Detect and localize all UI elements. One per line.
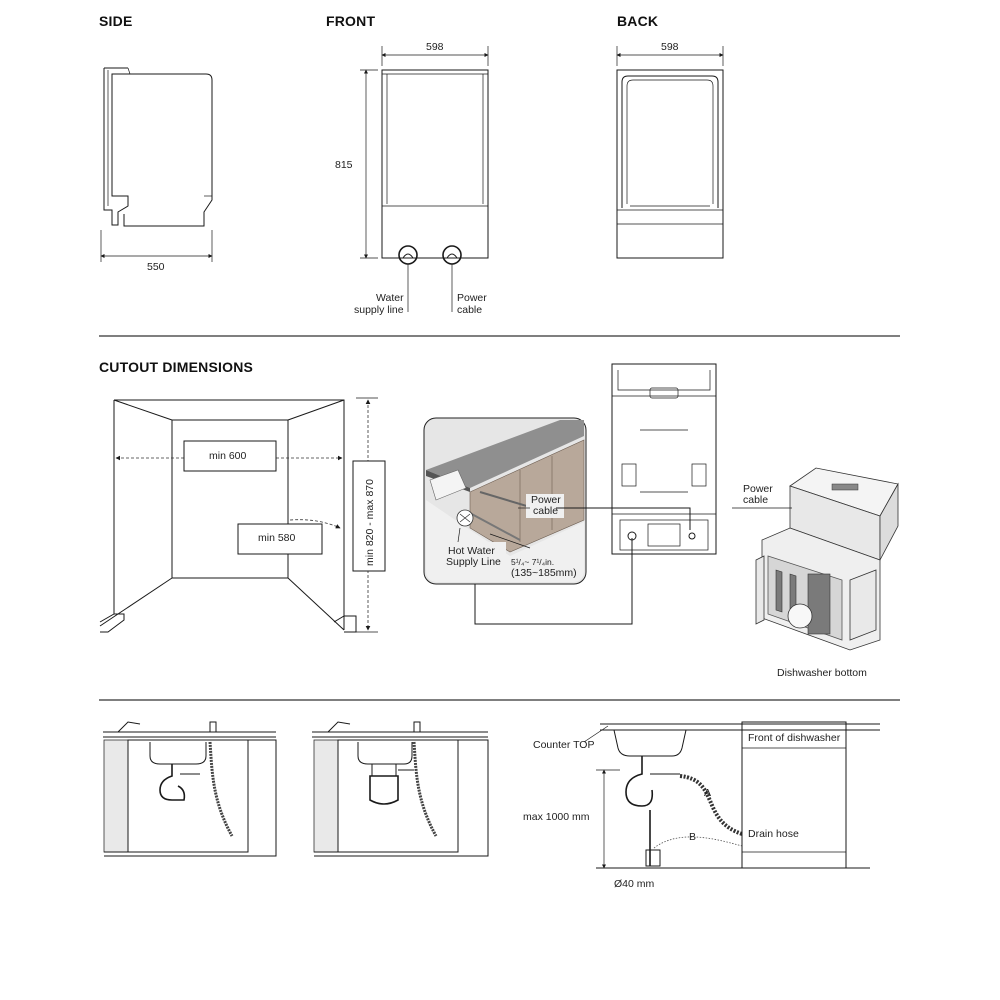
side-heading: SIDE	[99, 13, 132, 29]
inset-range-label-1: 5¹/₄~ 7¹/₄in.	[511, 557, 554, 567]
diameter-label: Ø40 mm	[614, 878, 655, 890]
front-heading: FRONT	[326, 13, 375, 29]
dishwasher-rear-view	[611, 363, 717, 555]
bottom-power-label-1: Power	[743, 483, 773, 495]
installation-inset: Power cable Hot Water Supply Line 5¹/₄~ …	[423, 417, 587, 585]
cutout-diagram: min 600 min 580 min 820 - max 870	[99, 397, 386, 633]
water-supply-label-1: Water	[376, 292, 404, 304]
dishwasher-bottom-label: Dishwasher bottom	[777, 667, 867, 679]
sink-install-left	[103, 721, 277, 857]
back-view: 598	[616, 41, 724, 259]
inset-power-label-1: Power	[531, 494, 561, 506]
cutout-depth-label: min 580	[258, 532, 296, 544]
hose-b-label: B	[689, 831, 696, 843]
dishwasher-bottom-view: Power cable Dishwasher bottom	[732, 467, 899, 679]
drain-hose-diagram: Counter TOP A B Front of dishwasher Drai…	[523, 721, 880, 890]
water-supply-label-2: supply line	[354, 304, 404, 316]
bottom-power-label-2: cable	[743, 494, 768, 506]
inset-range-label-2: (135~185mm)	[511, 567, 577, 579]
connector-line	[474, 538, 633, 625]
front-view: 598 815 Water supply line Power cable	[335, 41, 489, 316]
power-connector-line	[556, 507, 691, 530]
power-connector-icon	[442, 245, 462, 265]
power-cable-label-2: cable	[457, 304, 482, 316]
cutout-heading: CUTOUT DIMENSIONS	[99, 359, 253, 375]
drain-hose-label: Drain hose	[748, 828, 799, 840]
counter-top-label: Counter TOP	[533, 739, 594, 751]
side-view: 550	[100, 67, 213, 273]
water-connector-icon	[398, 245, 418, 265]
back-width-label: 598	[661, 41, 679, 53]
side-depth-label: 550	[147, 261, 165, 273]
hose-a-label: A	[704, 787, 711, 799]
max-height-label: max 1000 mm	[523, 811, 590, 823]
inset-hot-water-label-1: Hot Water	[448, 545, 495, 557]
inset-power-label-2: cable	[533, 505, 558, 517]
front-width-label: 598	[426, 41, 444, 53]
sink-install-right	[312, 721, 489, 857]
front-height-label: 815	[335, 159, 353, 171]
cutout-height-label: min 820 - max 870	[364, 479, 376, 566]
front-of-dishwasher-label: Front of dishwasher	[748, 732, 841, 744]
cutout-width-label: min 600	[209, 450, 247, 462]
back-heading: BACK	[617, 13, 658, 29]
inset-hot-water-label-2: Supply Line	[446, 556, 501, 568]
power-cable-label-1: Power	[457, 292, 487, 304]
